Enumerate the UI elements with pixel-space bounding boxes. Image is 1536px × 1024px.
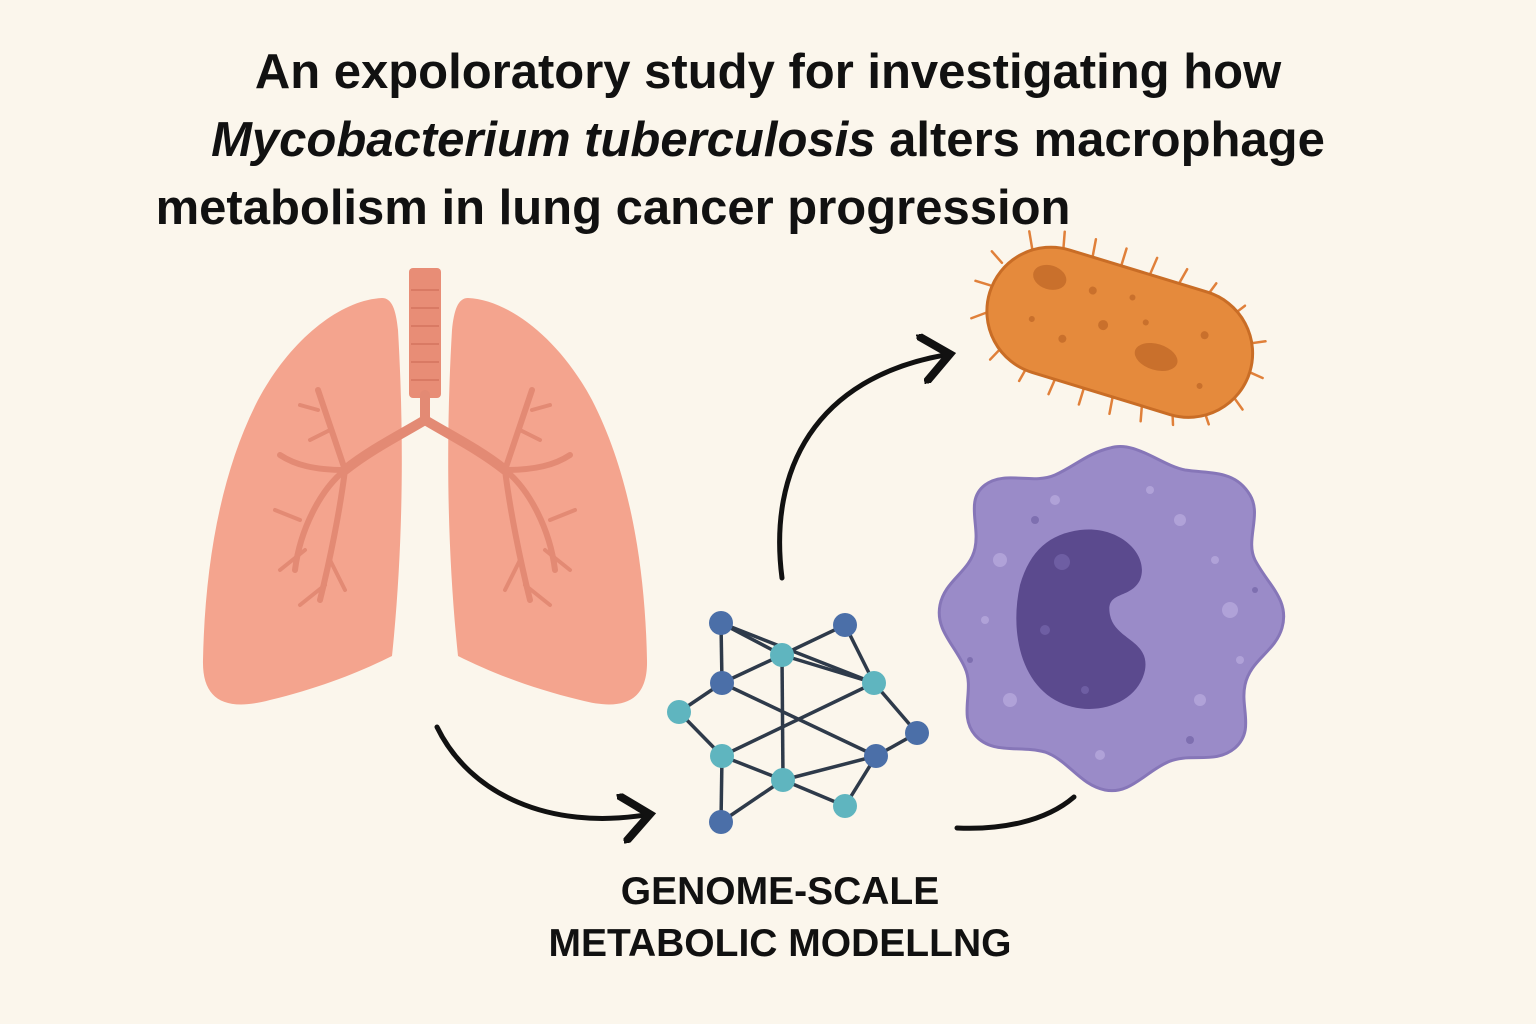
arrow-icon — [954, 794, 1077, 831]
network-caption: GENOME-SCALE METABOLIC MODELLNG — [500, 866, 1060, 970]
lungs-icon — [202, 268, 648, 705]
title-line-3: metabolism in lung cancer progression — [155, 181, 1071, 235]
title-species-name: Mycobacterium tuberculosis — [211, 113, 876, 167]
arrow-icon — [777, 355, 945, 581]
title-line-1: An expoloratory study for investigating … — [254, 45, 1282, 99]
title-line-2: Mycobacterium tuberculosis alters macrop… — [0, 106, 1536, 174]
caption-line-1: GENOME-SCALE — [620, 870, 940, 913]
arrow-icon — [434, 724, 645, 818]
title-line-2-rest: alters macrophage — [875, 113, 1325, 167]
macrophage-icon — [937, 445, 1286, 793]
bacterium-icon — [970, 230, 1267, 427]
network-icon — [667, 611, 929, 834]
caption-line-2: METABOLIC MODELLNG — [548, 922, 1012, 965]
diagram-title: An expoloratory study for investigating … — [0, 38, 1536, 242]
